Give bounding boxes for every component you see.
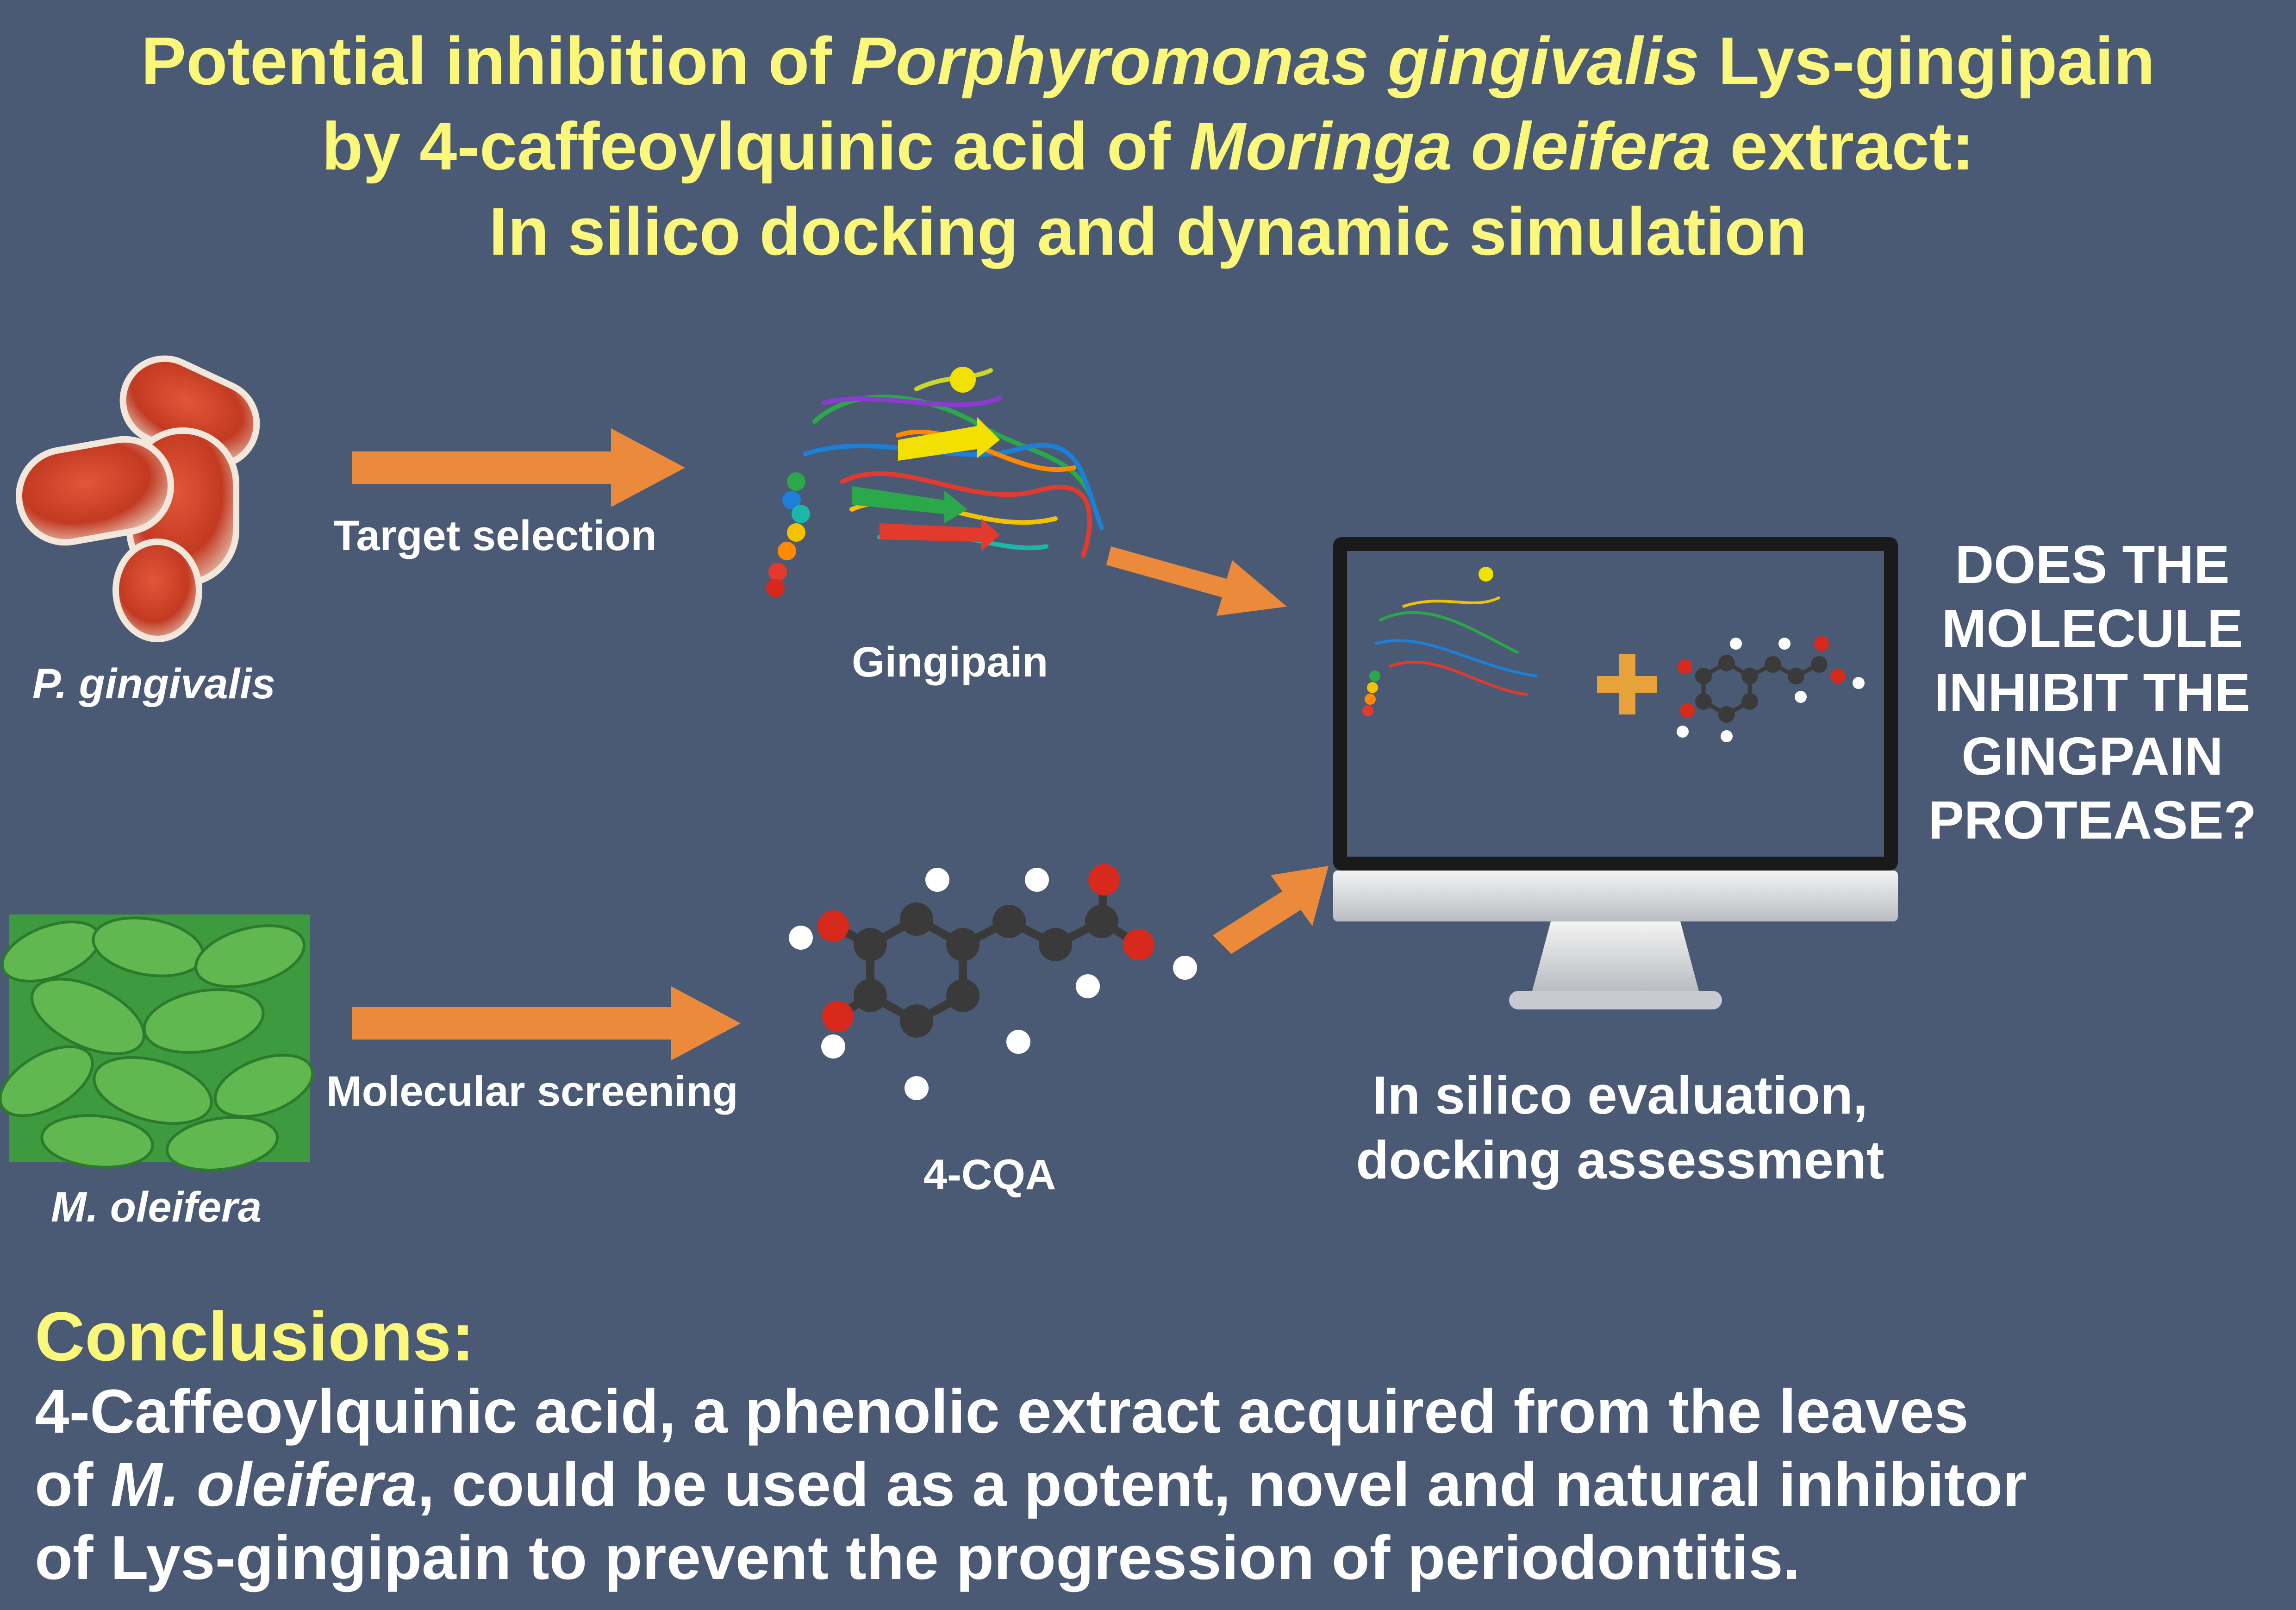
arrow-molecular-screening	[352, 986, 741, 1060]
label-molecular-screening: Molecular screening	[326, 1068, 738, 1115]
arrow-molecule-to-monitor	[1213, 866, 1329, 954]
label-in-silico-evaluation: In silico evaluation, docking assessment	[1356, 1065, 1884, 1190]
title-line-3: In silico docking and dynamic simulation	[489, 194, 1807, 269]
cqa-molecule-image	[789, 864, 1197, 1100]
title-line-1: Potential inhibition of Porphyromonas gi…	[141, 23, 2155, 99]
label-4-cqa: 4-CQA	[923, 1151, 1056, 1198]
research-question: DOES THE MOLECULE INHIBIT THE GINGPAIN P…	[1928, 534, 2257, 850]
conclusions-heading: Conclusions:	[35, 1297, 475, 1375]
label-m-oleifera: M. oleifera	[51, 1184, 262, 1231]
label-p-gingivalis: P. gingivalis	[32, 660, 275, 708]
label-target-selection: Target selection	[333, 512, 657, 559]
computer-monitor	[1333, 537, 1898, 1009]
bacteria-image	[15, 355, 260, 642]
conclusions-text: 4-Caffeoylquinic acid, a phenolic extrac…	[35, 1377, 2027, 1592]
poster-title: Potential inhibition of Porphyromonas gi…	[0, 19, 2296, 274]
arrow-gingipain-to-monitor	[1106, 546, 1287, 616]
arrow-target-selection	[352, 428, 685, 507]
label-gingipain: Gingipain	[852, 639, 1048, 686]
title-line-2: by 4-caffeoylquinic acid of Moringa olei…	[322, 108, 1974, 184]
gingipain-protein-image	[766, 367, 1104, 597]
moringa-leaves-image	[0, 915, 314, 1171]
